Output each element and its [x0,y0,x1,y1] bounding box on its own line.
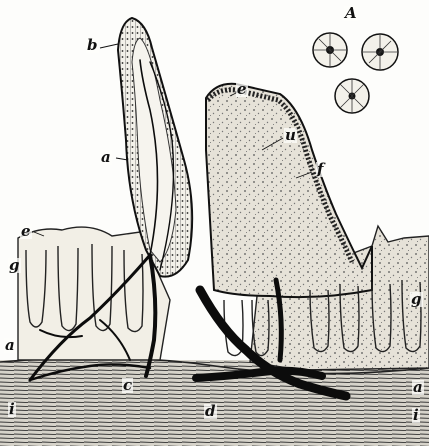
cross-section [362,34,398,70]
cross-section [335,79,369,113]
label-d: d [204,404,217,419]
label-i-right: i [412,408,420,423]
label-e-left: e [20,224,32,239]
label-A: A [344,6,358,21]
label-f: f [316,162,324,177]
label-a-villus: a [100,150,112,165]
label-c: c [122,378,133,393]
label-g-left: g [8,258,21,273]
inset-cross-sections [313,33,398,113]
label-g-right: g [410,292,423,307]
label-u: u [284,128,297,143]
label-i-left: i [8,402,16,417]
label-a-left: a [4,338,16,353]
cross-section [313,33,347,67]
label-a-right: a [412,380,424,395]
label-b: b [86,38,99,53]
label-e-top: e [236,82,248,97]
